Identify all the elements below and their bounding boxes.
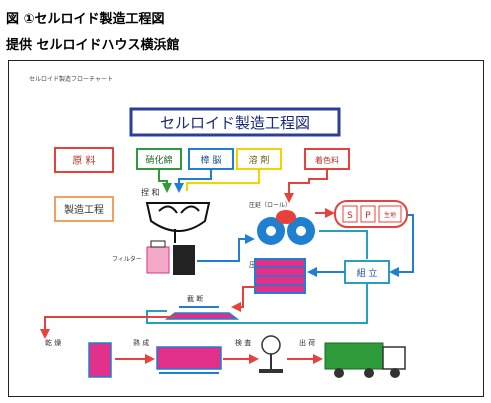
diagram-title: セルロイド製造工程図: [160, 114, 310, 132]
aging-label: 熟 成: [133, 338, 149, 347]
arrow-sp-to-assembly: [389, 214, 414, 277]
truck-cab-icon: [382, 346, 406, 370]
arrow-assembly-to-slicing: [146, 283, 368, 324]
arrow-filter-to-roll: [197, 234, 255, 262]
input-nitrocellulose-label: 硝化綿: [145, 154, 172, 166]
arrow-press-to-slicing: [231, 286, 255, 312]
arrow-camphor: [174, 169, 212, 193]
input-camphor-label: 樟 脳: [201, 154, 222, 166]
slicing-label: 截 断: [187, 294, 203, 303]
process-diagram: セルロイド製造フローチャート セルロイド製造工程図 原 料 製造工程 硝化綿 樟…: [29, 75, 414, 378]
slicer-icon: [164, 312, 240, 320]
kneader-blades-icon: [158, 205, 200, 214]
sp-dough-label: 生地: [384, 211, 396, 219]
sp-s-box: [342, 205, 358, 223]
input-solvent-label: 溶 剤: [249, 154, 270, 166]
figure-label: 図 ①セルロイド製造工程図: [6, 12, 165, 27]
arrow-roll-to-assembly: [319, 230, 368, 259]
truck-cargo-icon: [324, 342, 384, 370]
filter-body: [146, 246, 170, 274]
shipping-label: 出 荷: [299, 338, 315, 347]
sp-p-box: [360, 205, 376, 223]
inspection-label: 検 査: [235, 338, 251, 347]
header-note: セルロイド製造フローチャート: [29, 75, 113, 83]
roll-label: 圧延（ロール）: [249, 201, 291, 209]
kneading-label: 捏 和: [141, 188, 160, 197]
arrow-nitro: [158, 169, 172, 193]
legend-raw-box: [54, 147, 114, 173]
assembly-label: 組 立: [357, 267, 378, 279]
drying-label: 乾 燥: [45, 338, 61, 347]
title-box: [129, 107, 341, 137]
diagram-frame: セルロイド製造フローチャート セルロイド製造工程図 原 料 製造工程 硝化綿 樟…: [8, 60, 484, 397]
filter-granules-icon: [173, 245, 195, 275]
sp-p-label: P: [365, 211, 371, 221]
input-pigment-label: 着色料: [315, 155, 339, 165]
aging-icon: [156, 346, 222, 370]
arrow-slicing-to-drying: [40, 316, 175, 339]
legend-process-box: [54, 196, 114, 222]
arrow-pigment: [284, 169, 328, 203]
arrow-solvent: [186, 169, 260, 191]
sp-s-label: S: [347, 211, 353, 221]
source-line: 提供 セルロイドハウス横浜館: [6, 38, 180, 53]
legend-process-label: 製造工程: [64, 203, 104, 216]
kneader-icon: [145, 202, 211, 232]
drying-icon: [88, 342, 112, 378]
filter-label: フィルター: [112, 255, 142, 263]
scale-icon: [261, 335, 281, 355]
sp-dough-box: [378, 205, 402, 223]
legend-raw-label: 原 料: [72, 154, 95, 167]
filter-cap: [150, 240, 166, 248]
roll-sheet-icon: [276, 210, 296, 224]
